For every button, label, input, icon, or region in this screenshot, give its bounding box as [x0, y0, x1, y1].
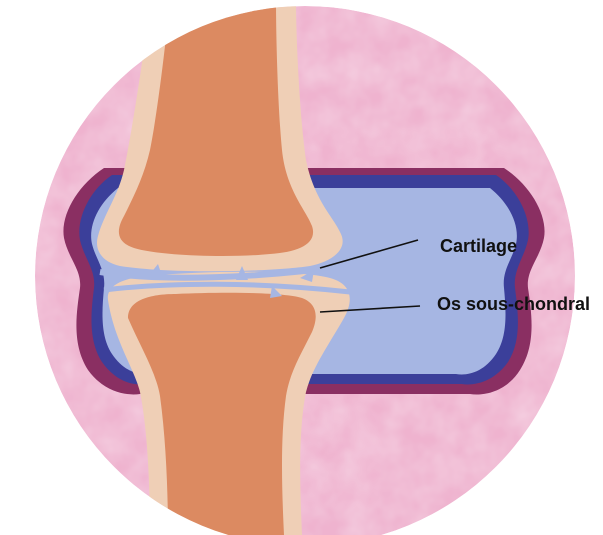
- subchondral-bone-label: Os sous-chondral: [437, 294, 590, 314]
- cartilage-label: Cartilage: [440, 236, 517, 256]
